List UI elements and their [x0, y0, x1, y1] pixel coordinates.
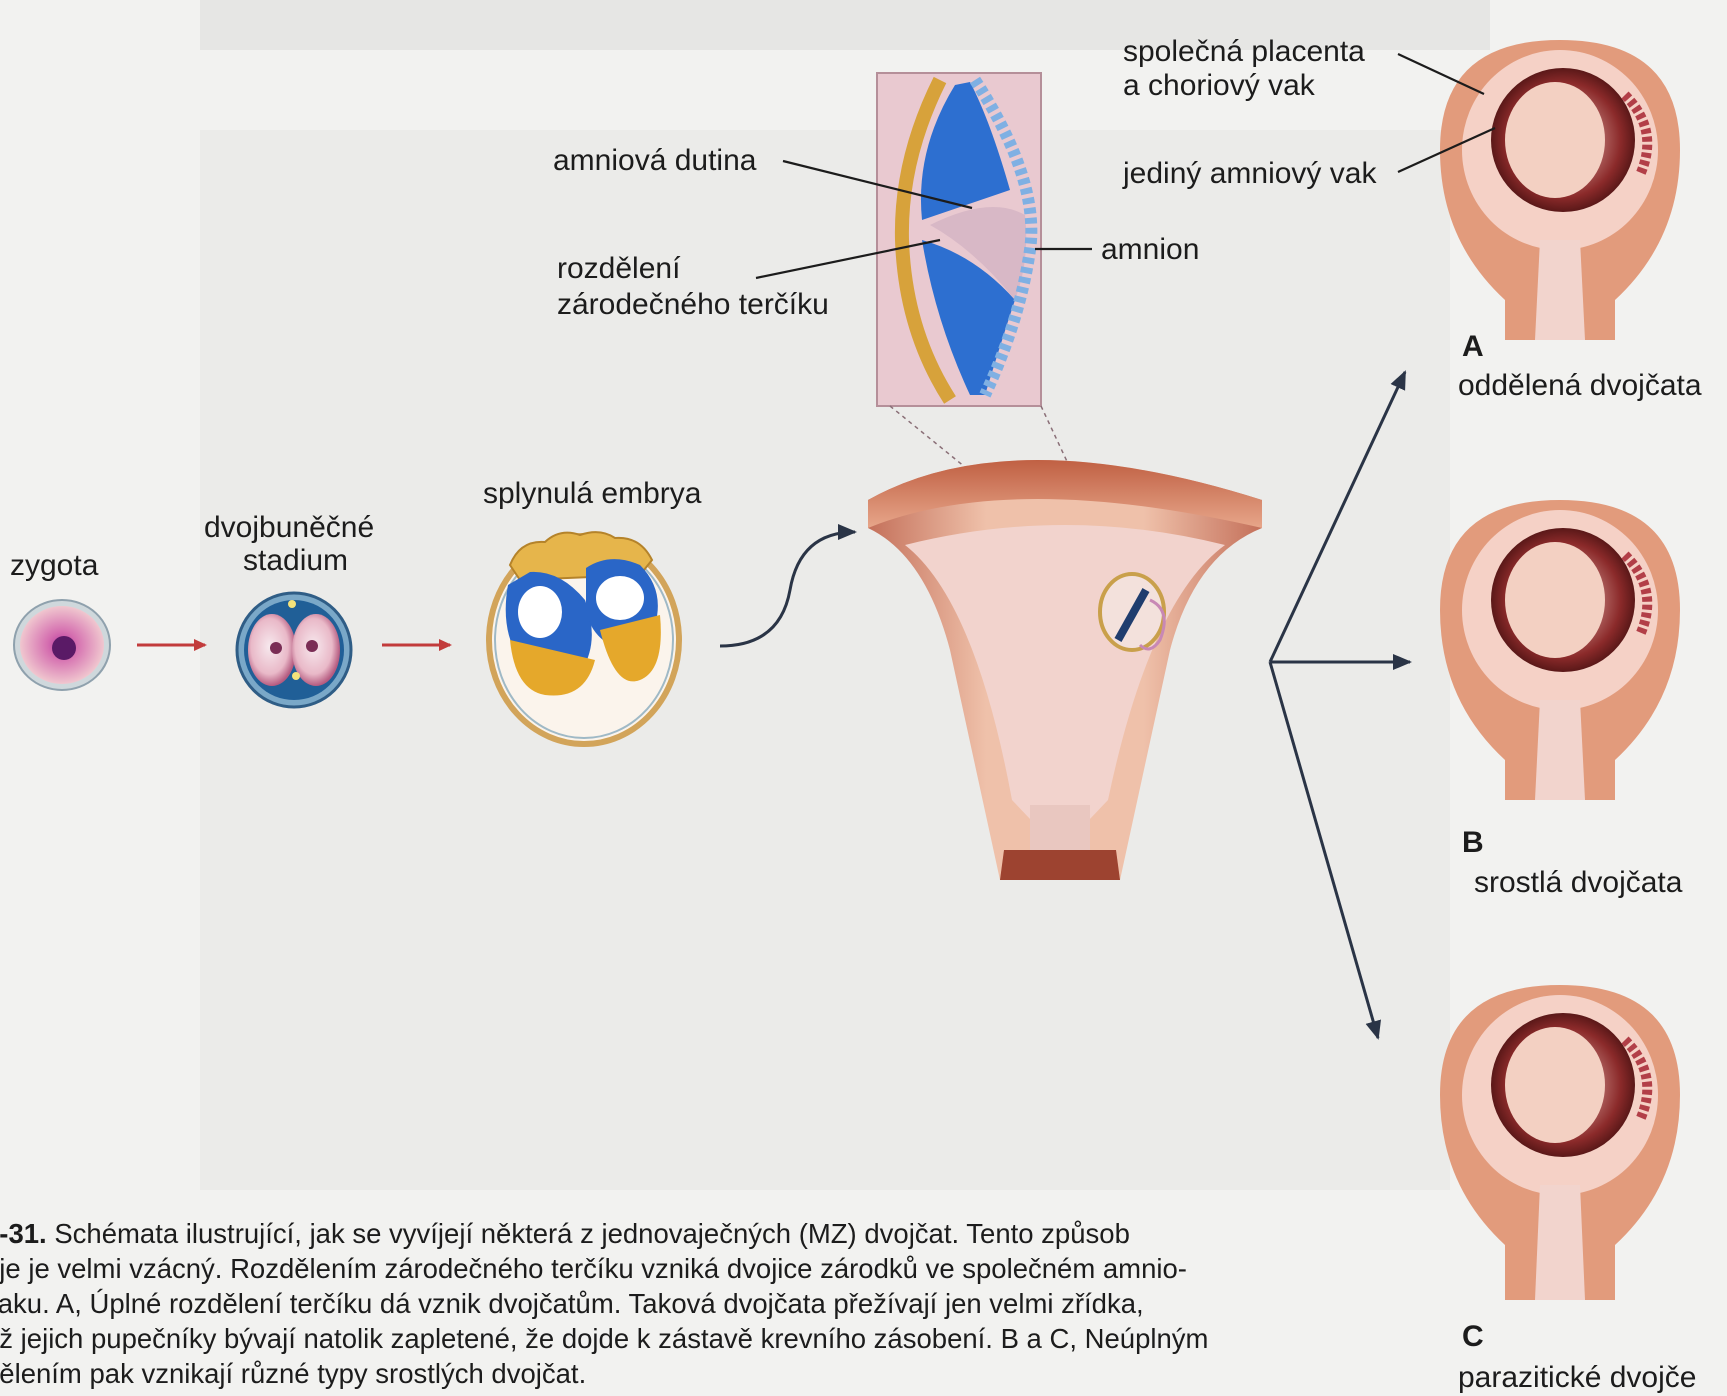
outcome-a-label: oddělená dvojčata — [1458, 369, 1702, 402]
label-disc-split-line2: zárodečného terčíku — [557, 288, 829, 321]
amnion-inset-illustration — [877, 73, 1041, 406]
zygote-illustration — [14, 600, 110, 690]
fused-embryos-illustration — [489, 532, 679, 744]
label-single-amnion: jediný amniový vak — [1122, 157, 1377, 190]
outcome-b-label: srostlá dvojčata — [1474, 866, 1683, 899]
caption-line: ož jejich pupečníky bývají natolik zaple… — [0, 1321, 1400, 1356]
caption-line: dělením pak vznikají různé typy srostlýc… — [0, 1356, 1400, 1391]
caption-line-text: Schémata ilustrující, jak se vyvíjejí ně… — [54, 1218, 1130, 1249]
outcome-c-letter: C — [1462, 1320, 1484, 1353]
label-placenta-line2: a choriový vak — [1123, 69, 1316, 102]
label-amnion: amnion — [1101, 233, 1199, 266]
label-placenta-line1: společná placenta — [1123, 35, 1365, 68]
outcome-a-letter: A — [1462, 330, 1484, 363]
two-cell-stage-illustration — [237, 593, 351, 707]
label-disc-split-line1: rozdělení — [557, 252, 681, 285]
outcome-uterus-c-illustration — [1440, 985, 1680, 1300]
outcome-c-label: parazitické dvojče — [1458, 1361, 1696, 1394]
outcome-uterus-b-illustration — [1440, 500, 1680, 800]
caption-line: 7-31. Schémata ilustrující, jak se vyvíj… — [0, 1216, 1400, 1251]
figure-number: 7-31. — [0, 1218, 47, 1249]
label-amniotic-cavity: amniová dutina — [553, 144, 757, 177]
caption-line: oje je velmi vzácný. Rozdělením zárodečn… — [0, 1251, 1400, 1286]
label-two-cell-line1: dvojbuněčné — [204, 511, 374, 544]
label-fused-embryos: splynulá embrya — [483, 477, 702, 510]
label-two-cell-line2: stadium — [243, 544, 348, 577]
caption-line: vaku. A, Úplné rozdělení terčíku dá vzni… — [0, 1286, 1400, 1321]
outcome-b-letter: B — [1462, 826, 1484, 859]
figure-caption: 7-31. Schémata ilustrující, jak se vyvíj… — [0, 1216, 1400, 1391]
outcome-uterus-a-illustration — [1440, 40, 1680, 340]
label-zygote: zygota — [10, 549, 99, 582]
